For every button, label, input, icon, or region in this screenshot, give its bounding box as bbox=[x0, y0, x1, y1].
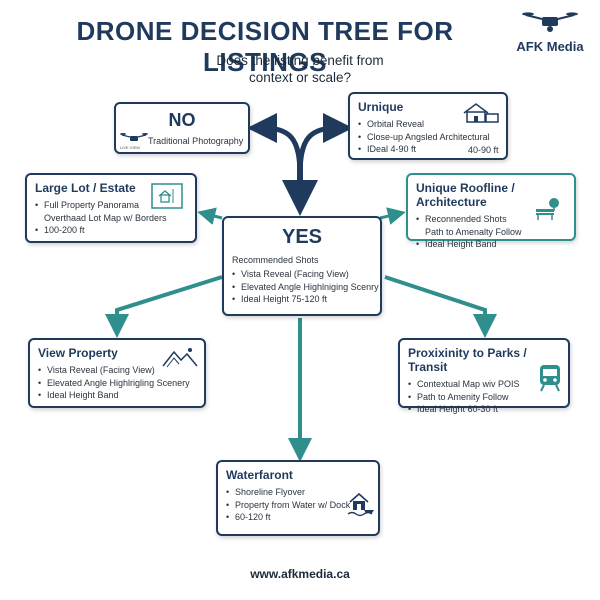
list-item: •Elevated Angle Highlniging Scenry bbox=[232, 281, 379, 292]
unique-side-note: 40-90 ft bbox=[468, 145, 499, 155]
view-heading: View Property bbox=[38, 346, 118, 360]
no-label: Traditional Photography bbox=[148, 136, 244, 146]
arrow-to-no bbox=[247, 113, 303, 176]
no-drone-caption: LIVE VIEW bbox=[120, 145, 141, 150]
mountains-icon bbox=[162, 348, 198, 368]
page-title: DRONE DECISION TREE FOR LISTINGS bbox=[76, 16, 454, 77]
arrow-to-roofline bbox=[379, 207, 406, 225]
list-item: •Full Property Panorama bbox=[35, 200, 140, 210]
list-item: •Close-up Angsled Architectural bbox=[358, 131, 490, 142]
view-property-box: View Property •Vista Reveal (Facing View… bbox=[28, 338, 206, 408]
train-icon bbox=[540, 365, 560, 392]
house-icon bbox=[463, 103, 499, 123]
arrow-to-unique bbox=[297, 113, 353, 176]
waterfront-box: Waterfaront •Shoreline Flyover •Property… bbox=[216, 460, 380, 536]
unique-box: Urnique •Orbital Reveal •Close-up Angsle… bbox=[348, 92, 508, 160]
drone-icon bbox=[120, 133, 148, 141]
yes-box: YES Recommended Shots •Vista Reveal (Fac… bbox=[222, 216, 382, 316]
list-item: •Vista Reveal (Facing View) bbox=[38, 365, 155, 375]
question-line-2: context or scale? bbox=[248, 70, 352, 85]
list-item: •Overthaad Lot Map w/ Borders bbox=[44, 212, 167, 223]
parks-box: Proxixinity to Parks / Transit •Contextu… bbox=[398, 338, 570, 414]
waterfront-heading: Waterfaront bbox=[226, 468, 293, 482]
list-item: •Path to Amenity Follow bbox=[408, 391, 509, 402]
large-lot-heading: Large Lot / Estate bbox=[35, 181, 136, 195]
roofline-heading: Unique Roofline / Architecture bbox=[416, 181, 515, 209]
decision-question: Does the listing benefit from context or… bbox=[210, 52, 390, 86]
roofline-box: Unique Roofline / Architecture •Reconnen… bbox=[406, 173, 576, 249]
list-item: •Shoreline Flyover bbox=[226, 487, 306, 497]
list-item: •Reconnended Shots bbox=[416, 214, 507, 224]
yes-heading: YES bbox=[281, 226, 323, 248]
logo-text: AFK Media bbox=[516, 39, 584, 54]
arrow-to-large-lot bbox=[197, 207, 223, 225]
no-box: NO LIVE VIEW Traditional Photography bbox=[114, 102, 250, 154]
large-lot-box: Large Lot / Estate •Full Property Panora… bbox=[25, 173, 197, 243]
list-item: •Property from Water w/ Dock bbox=[226, 499, 351, 510]
question-line-1: Does the listing benefit from bbox=[216, 53, 384, 68]
arrow-to-view bbox=[105, 275, 223, 338]
list-item: •IDeal 4-90 ft bbox=[358, 144, 417, 154]
waterfront-house-icon bbox=[347, 492, 374, 517]
property-map-icon bbox=[151, 183, 183, 209]
list-item: •Path to Amenalty Follow bbox=[425, 226, 522, 237]
list-item: •60-120 ft bbox=[226, 512, 271, 522]
parks-heading: Proxixinity to Parks / Transit bbox=[408, 346, 527, 374]
list-item: •Orbital Reveal bbox=[358, 119, 425, 129]
list-item: •Ideal Height 75-120 ft bbox=[232, 294, 328, 304]
list-item: •Elevated Angle Highlrigling Scenery bbox=[38, 377, 190, 388]
list-item: •Ideal Height Band bbox=[416, 239, 497, 249]
list-item: •100-200 ft bbox=[35, 225, 85, 235]
unique-heading: Urnique bbox=[358, 100, 404, 114]
footer-url: www.afkmedia.ca bbox=[250, 567, 350, 581]
drone-icon bbox=[522, 12, 578, 32]
no-heading: NO bbox=[168, 110, 196, 130]
list-item: •Contextual Map wiv POIS bbox=[408, 379, 520, 389]
logo: AFK Media bbox=[512, 10, 588, 54]
list-item: •Vista Reveal (Facing View) bbox=[232, 269, 349, 279]
list-item: •Ideal Height Band bbox=[38, 390, 119, 400]
arrow-to-parks bbox=[384, 275, 497, 338]
yes-subheading: Recommended Shots bbox=[232, 255, 319, 265]
list-item: •Ideal Height 60-30 ft bbox=[408, 404, 499, 414]
bench-icon bbox=[536, 198, 559, 220]
